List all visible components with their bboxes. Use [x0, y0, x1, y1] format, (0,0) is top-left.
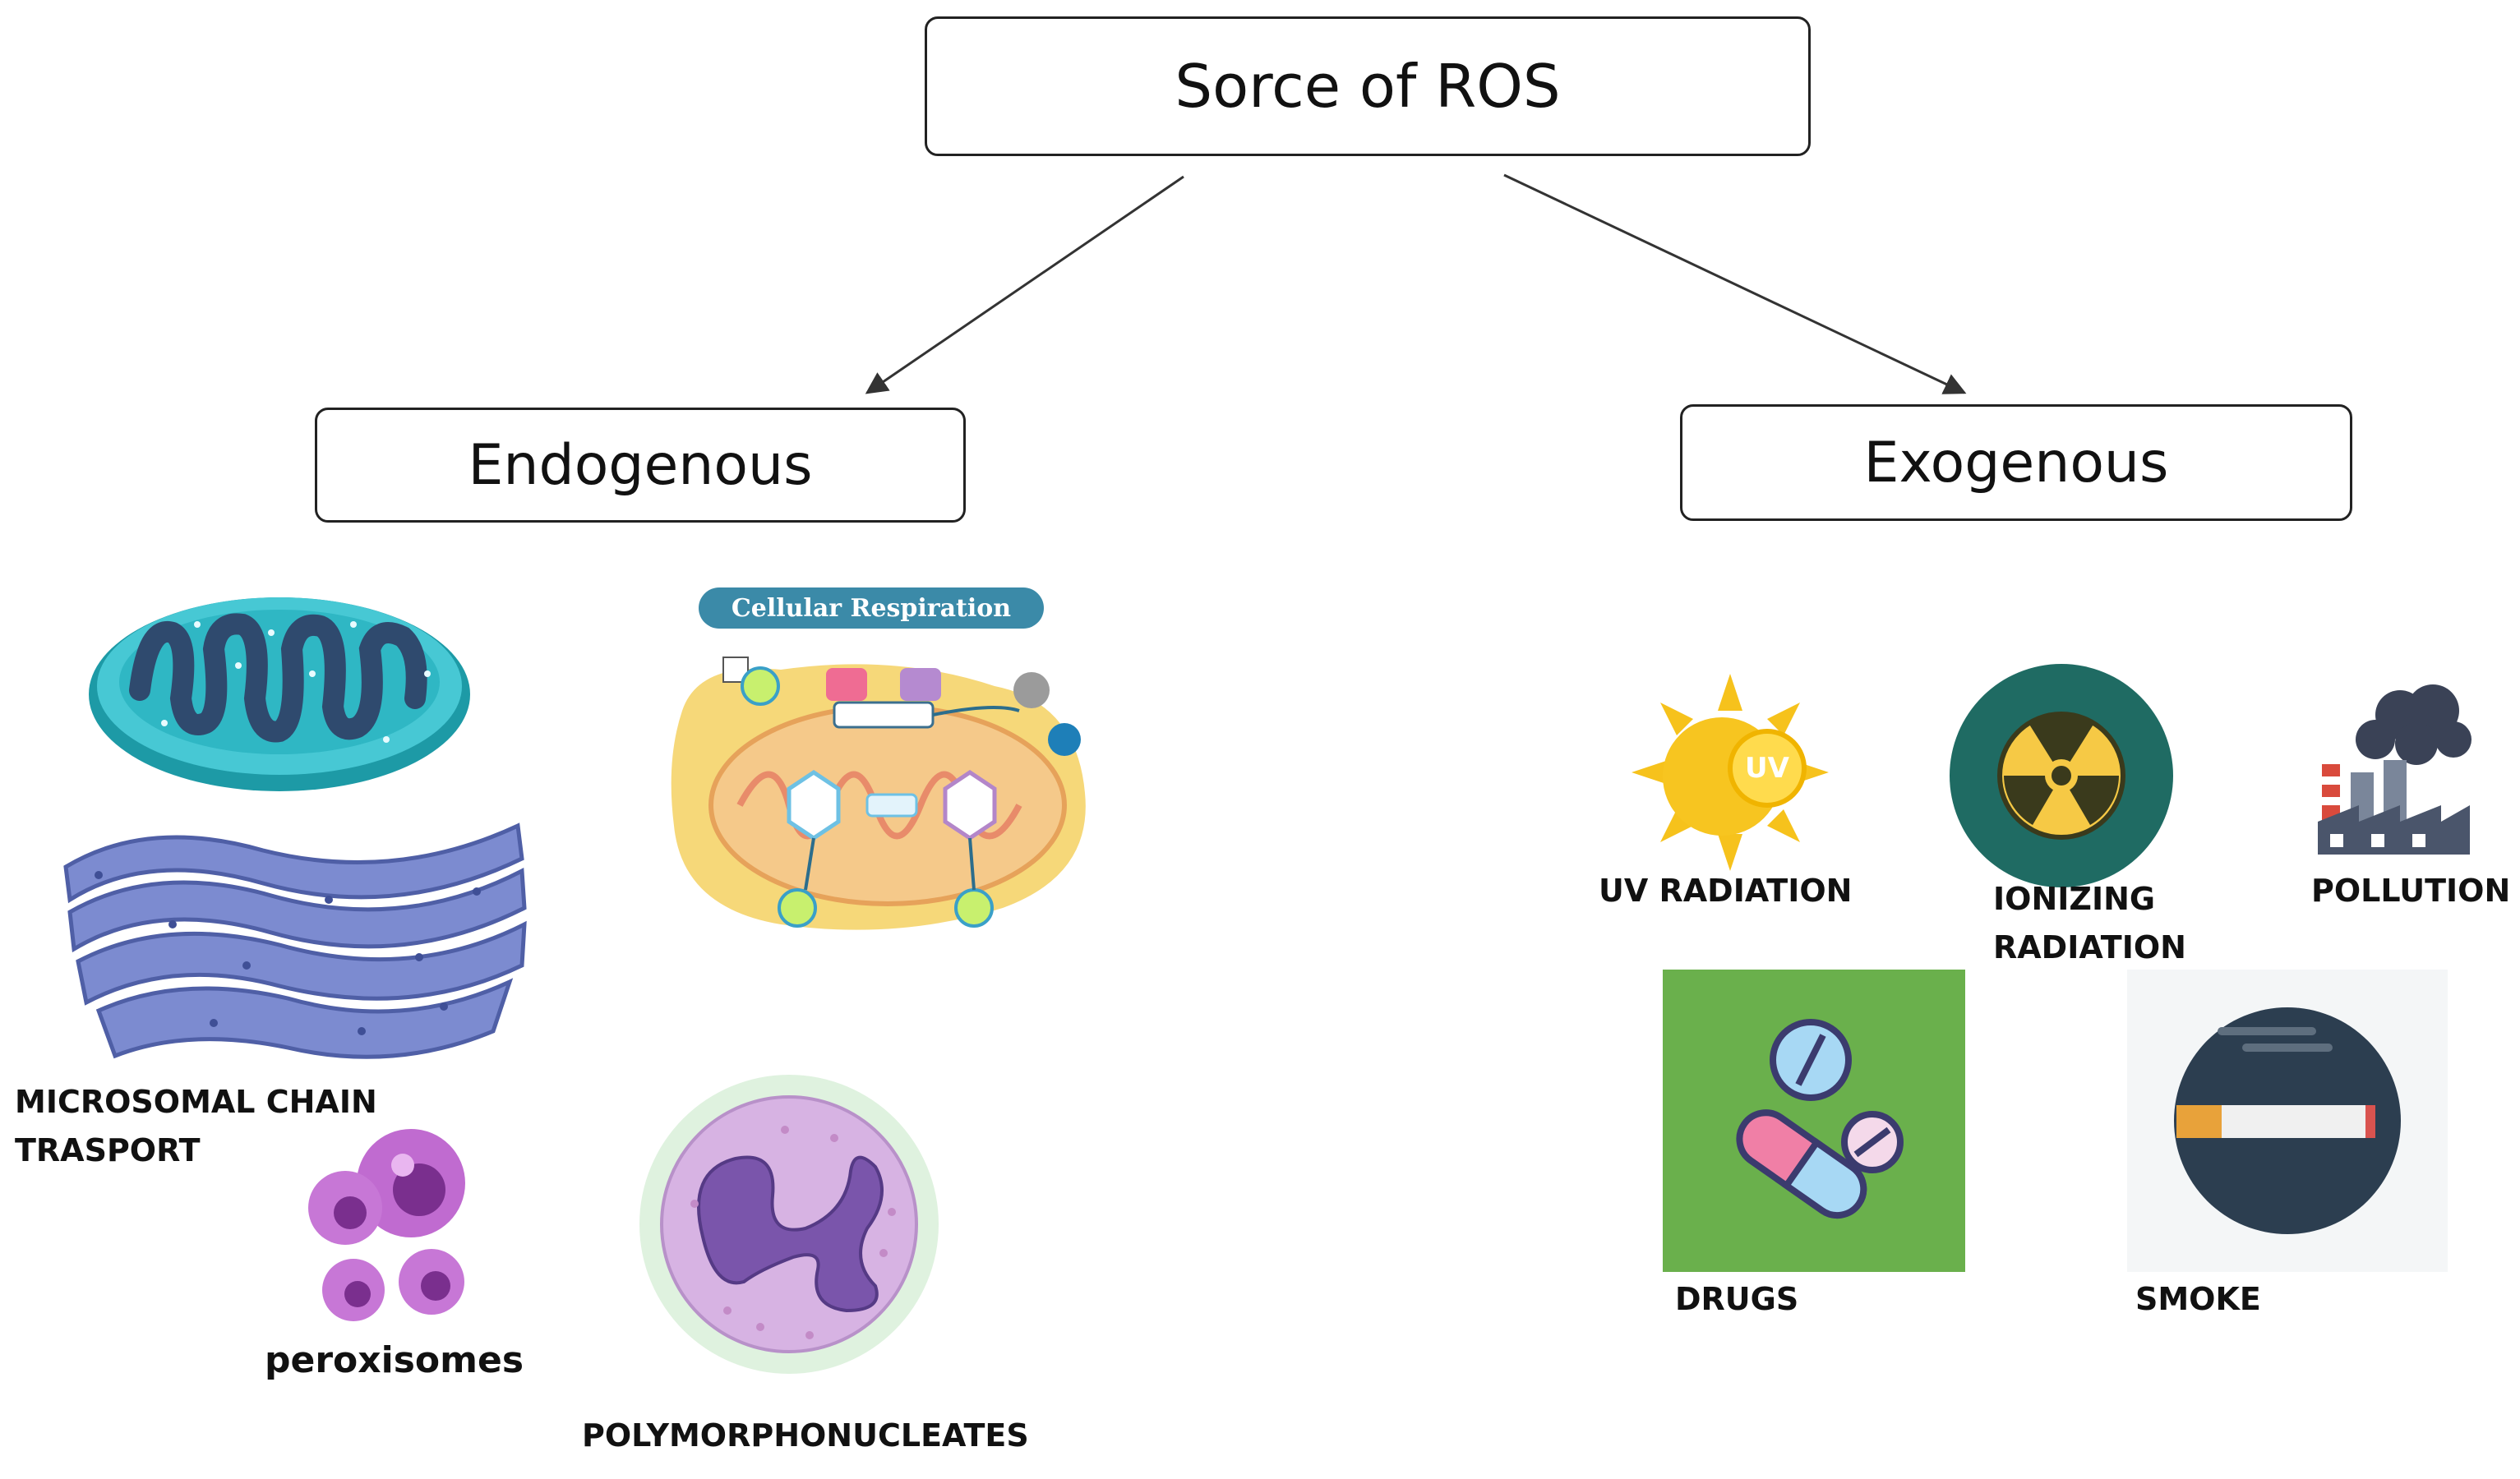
drugs-label: DRUGS: [1675, 1281, 1799, 1317]
cellular-respiration-title: Cellular Respiration: [731, 593, 1012, 623]
pollution-label: POLLUTION: [2311, 873, 2511, 909]
microsomal-label: MICROSOMAL CHAIN TRASPORT: [15, 1084, 377, 1168]
mitochondria-illustration: [89, 597, 470, 791]
cellular-respiration-illustration: Cellular Respiration: [649, 579, 1110, 953]
peroxisomes-illustration: [308, 1129, 465, 1321]
smoke-label: SMOKE: [2135, 1281, 2261, 1317]
smoke-cigarette-illustration: [2127, 970, 2448, 1272]
exogenous-label: Exogenous: [1863, 430, 2169, 495]
arrow-to-endogenous: [865, 175, 1184, 394]
peroxisomes-label: peroxisomes: [265, 1339, 524, 1381]
exogenous-node: Exogenous: [1680, 404, 2352, 521]
uv-sun-illustration: UV: [1627, 670, 1833, 875]
root-node: Sorce of ROS: [925, 16, 1811, 156]
neutrophil-illustration: [639, 1075, 939, 1374]
arrow-to-exogenous: [1503, 173, 1967, 394]
endogenous-label: Endogenous: [468, 432, 813, 498]
ionizing-radiation-label: IONIZING RADIATION: [1993, 881, 2186, 965]
endogenous-node: Endogenous: [315, 408, 966, 523]
pollution-factory-illustration: [2318, 684, 2472, 855]
drugs-illustration: [1663, 970, 1965, 1272]
radiation-illustration: [1950, 664, 2173, 887]
uv-radiation-label: UV RADIATION: [1599, 873, 1853, 909]
polymorphonucleates-label: POLYMORPHONUCLEATES: [582, 1417, 1029, 1454]
uv-badge: UV: [1745, 752, 1789, 785]
endoplasmic-reticulum-illustration: [63, 822, 527, 1059]
root-label: Sorce of ROS: [1175, 52, 1561, 121]
